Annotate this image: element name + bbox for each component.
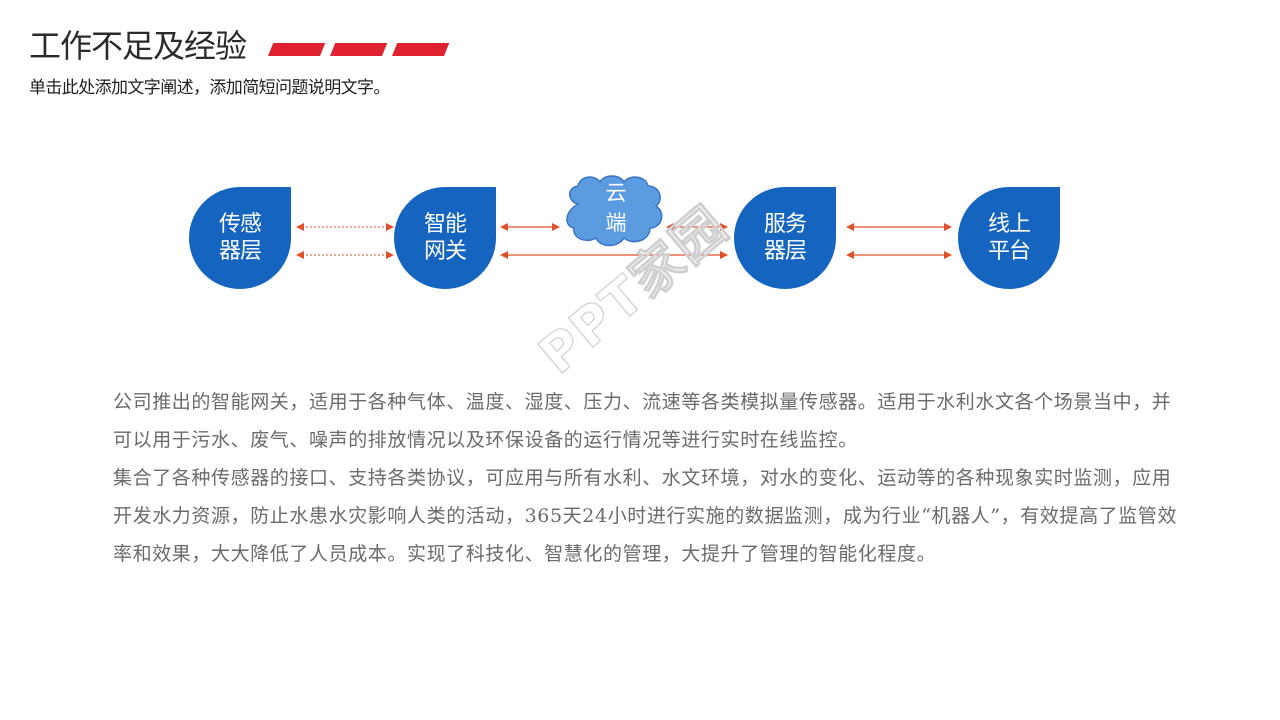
arrow-server-platform-bottom xyxy=(846,250,952,260)
cloud-label-line2: 端 xyxy=(605,211,627,235)
cloud-label: 云 端 xyxy=(564,178,668,238)
accent-bar xyxy=(330,43,388,56)
cloud-icon xyxy=(566,175,663,247)
arrow-cloud-server xyxy=(666,222,728,232)
cloud-label-line1: 云 xyxy=(605,181,627,205)
node-label-line2: 器层 xyxy=(218,239,262,264)
arrow-gateway-server xyxy=(500,250,728,260)
node-label-line2: 器层 xyxy=(763,239,807,264)
node-sensor-layer: 传感 器层 xyxy=(189,187,291,289)
arrow-server-platform-top xyxy=(846,222,952,232)
node-online-platform: 线上 平台 xyxy=(958,187,1060,289)
node-label-line1: 服务 xyxy=(763,212,807,237)
node-server-layer: 服务 器层 xyxy=(734,187,836,289)
body-paragraph: 公司推出的智能网关，适用于各种气体、温度、湿度、压力、流速等各类模拟量传感器。适… xyxy=(113,391,1172,451)
body-paragraph: 集合了各种传感器的接口、支持各类协议，可应用与所有水利、水文环境，对水的变化、运… xyxy=(113,467,1178,565)
accent-bar xyxy=(392,43,450,56)
title-accent-bars xyxy=(262,43,450,56)
page-title: 工作不足及经验 xyxy=(29,27,247,65)
node-label-line2: 网关 xyxy=(423,239,467,264)
node-label-line1: 传感 xyxy=(218,212,262,237)
page-subtitle: 单击此处添加文字阐述，添加简短问题说明文字。 xyxy=(29,78,390,98)
node-smart-gateway: 智能 网关 xyxy=(394,187,496,289)
arrow-sensor-gateway-top xyxy=(296,222,394,232)
arrow-gateway-cloud xyxy=(500,222,560,232)
accent-bar xyxy=(268,43,326,56)
arrow-sensor-gateway-bottom xyxy=(296,250,394,260)
node-label-line2: 平台 xyxy=(987,239,1031,264)
body-text: 公司推出的智能网关，适用于各种气体、温度、湿度、压力、流速等各类模拟量传感器。适… xyxy=(113,383,1188,573)
cloud-node: 云 端 xyxy=(564,174,668,250)
node-label-line1: 智能 xyxy=(423,212,467,237)
node-label-line1: 线上 xyxy=(987,212,1031,237)
